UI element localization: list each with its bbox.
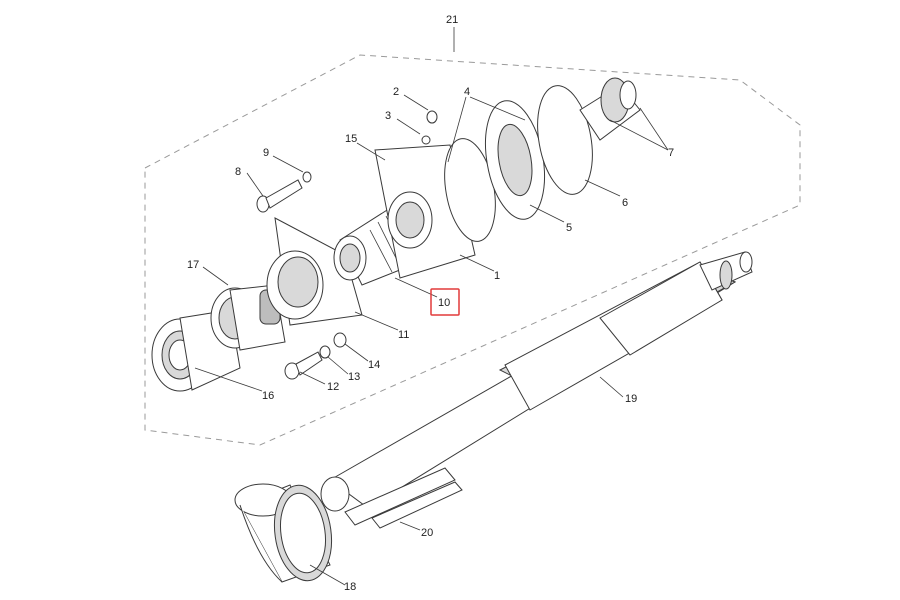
callout-19[interactable]: 19 — [625, 393, 637, 405]
callout-20[interactable]: 20 — [421, 527, 433, 539]
assembly-boundary — [144, 54, 801, 446]
leader-17 — [202, 266, 229, 286]
washer-part-9 — [302, 171, 312, 183]
leader-11 — [354, 311, 399, 331]
leader-16 — [194, 367, 263, 392]
leader-14 — [344, 343, 369, 362]
leader-2 — [403, 94, 429, 111]
callout-18[interactable]: 18 — [344, 581, 356, 593]
leader-8 — [246, 172, 264, 197]
callout-1[interactable]: 1 — [494, 270, 500, 282]
callout-9[interactable]: 9 — [263, 147, 269, 159]
washer-part-13 — [319, 345, 331, 359]
callout-5[interactable]: 5 — [566, 222, 572, 234]
callout-11[interactable]: 11 — [398, 329, 409, 341]
callout-3[interactable]: 3 — [385, 110, 391, 122]
housing-part-11 — [266, 217, 363, 326]
leader-4a — [447, 96, 467, 163]
leader-3 — [396, 118, 421, 135]
leader-19 — [599, 376, 624, 398]
leader-6 — [584, 179, 621, 197]
leader-13 — [327, 356, 349, 375]
bolt-part-8 — [256, 179, 303, 213]
callout-21[interactable]: 21 — [446, 14, 458, 26]
nut-part-14 — [333, 332, 347, 348]
key-part-20 — [344, 467, 463, 529]
leader-7b — [639, 107, 669, 151]
leader-7a — [609, 119, 669, 151]
leader-4b — [469, 96, 526, 121]
callout-8[interactable]: 8 — [235, 166, 241, 178]
plug-part-2 — [426, 110, 438, 124]
leader-5 — [529, 204, 565, 223]
leader-15 — [356, 142, 386, 161]
callout-7[interactable]: 7 — [668, 147, 674, 159]
callout-15[interactable]: 15 — [345, 133, 357, 145]
leader-12 — [299, 371, 326, 385]
callout-14[interactable]: 14 — [368, 359, 380, 371]
flange-plate-part-5 — [485, 100, 545, 220]
callout-17[interactable]: 17 — [187, 259, 199, 271]
leader-20 — [399, 521, 421, 531]
callout-6[interactable]: 6 — [622, 197, 628, 209]
leader-1 — [459, 254, 495, 272]
callout-2[interactable]: 2 — [393, 86, 399, 98]
callout-4[interactable]: 4 — [464, 86, 470, 98]
leader-9 — [272, 155, 304, 173]
callout-16[interactable]: 16 — [262, 390, 274, 402]
gasket-part-6 — [537, 85, 593, 195]
ring-part-18 — [234, 483, 333, 583]
leader-10 — [394, 277, 438, 298]
cartridge-part-7 — [579, 77, 641, 141]
bolt-part-12 — [284, 351, 323, 380]
callout-13[interactable]: 13 — [348, 371, 360, 383]
shaft-part-19 — [320, 251, 753, 512]
callout-10[interactable]: 10 — [438, 297, 450, 309]
washer-part-3 — [421, 135, 431, 145]
callout-10-highlight-box — [430, 288, 460, 316]
callout-12[interactable]: 12 — [327, 381, 339, 393]
leader-18 — [309, 564, 346, 586]
